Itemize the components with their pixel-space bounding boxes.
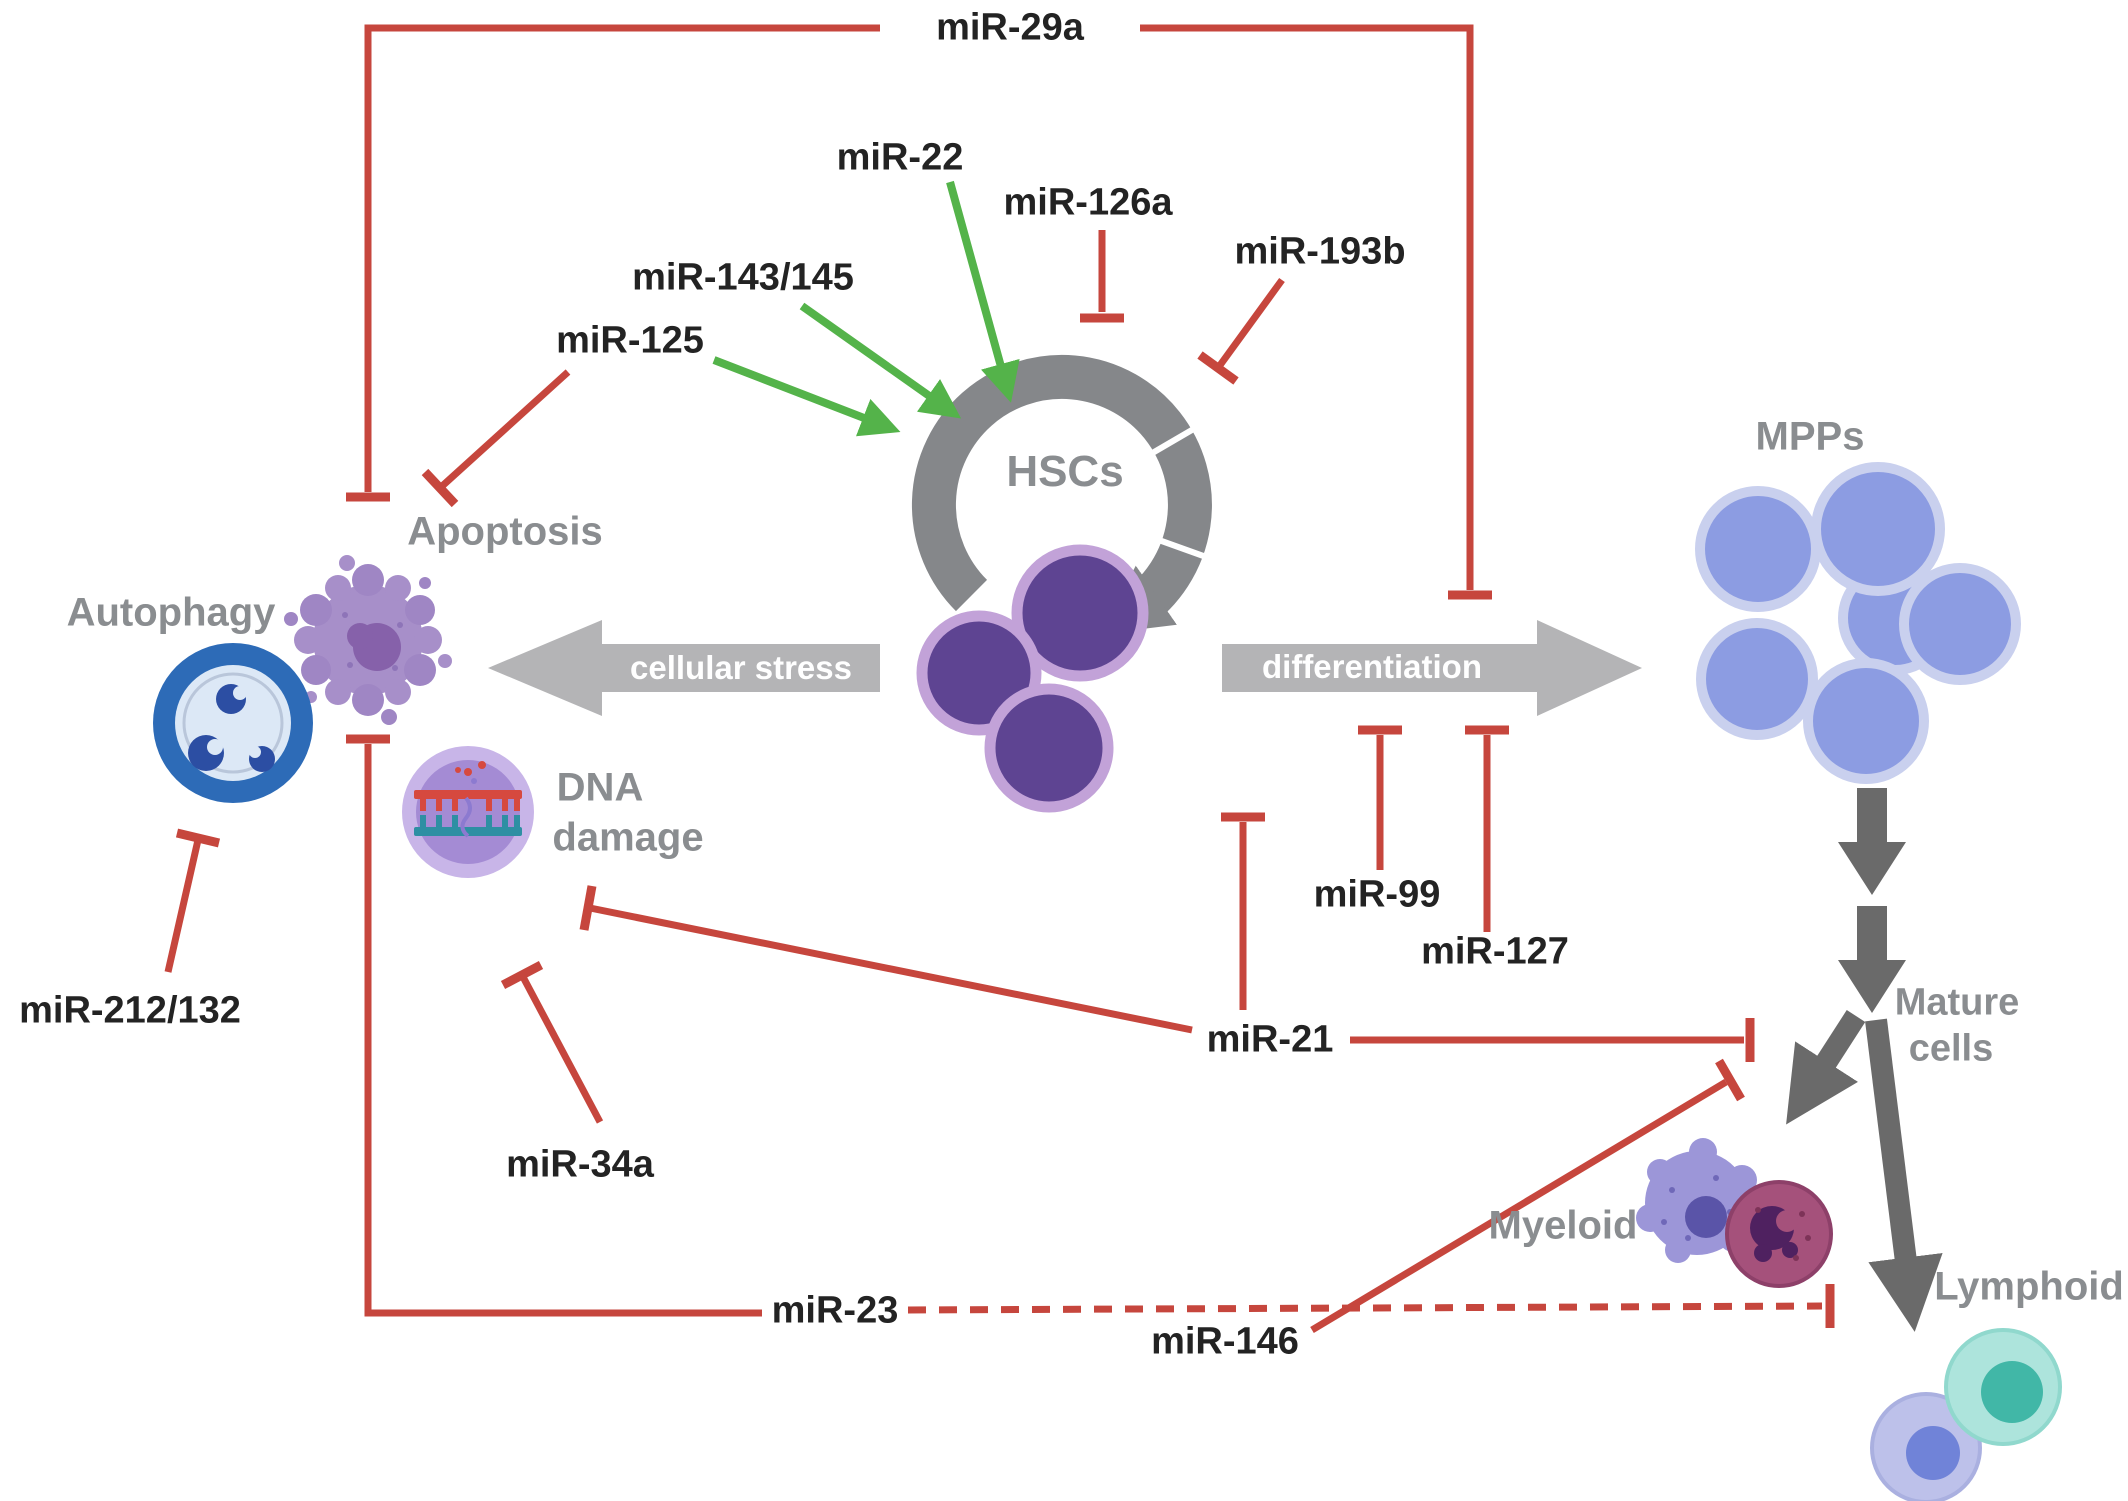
mir23-inhibits-apoptosis-line (364, 744, 762, 1317)
lymphoid-teal-nucleus (1981, 1361, 2043, 1423)
lymphoid-blue-nucleus (1906, 1426, 1960, 1480)
label-mature-cells-line1: Mature (1894, 981, 2020, 1024)
label-mir-126a: miR-126a (1003, 181, 1173, 224)
label-hscs: HSCs (1006, 447, 1124, 496)
mir21-inhibits-dna-damage-line (589, 904, 1193, 1034)
mir23-inhibits-lymphoid-line (907, 1302, 1823, 1314)
ring-notch (1154, 536, 1211, 561)
hsc-cell (984, 683, 1114, 813)
cellular-stress-arrow (488, 620, 880, 716)
label-lymphoid: Lymphoid (1934, 1264, 2124, 1309)
inhibition-connectors (164, 24, 1835, 1334)
label-mature-cells-line2: cells (1908, 1027, 1994, 1070)
autophagy-icon (153, 643, 313, 803)
myeloid-lavender-nucleus (1685, 1196, 1727, 1238)
label-mir-143-145: miR-143/145 (632, 256, 854, 299)
label-differentiation: differentiation (1262, 648, 1482, 685)
hsc-cell-cluster (916, 544, 1149, 813)
mir34a-dna-damage-tbar (500, 961, 544, 989)
label-mir-23: miR-23 (771, 1289, 899, 1332)
myeloid-branch-arrow (1786, 1010, 1866, 1125)
ring-notch (1147, 424, 1199, 458)
label-mir-146: miR-146 (1151, 1320, 1299, 1363)
label-apoptosis: Apoptosis (407, 509, 603, 554)
mpp-cell (1695, 486, 1821, 612)
mpp-to-mature-arrows (1838, 788, 1906, 1013)
mpp-cell (1899, 563, 2021, 685)
mpp-cell-cluster (1695, 462, 2021, 784)
hsc-self-renewal-ring (911, 354, 1212, 635)
myeloid-cells (1636, 1138, 1833, 1288)
mir146-mature-cells-tbar (1715, 1058, 1745, 1102)
mir193b-inhibits-hscs-line (1215, 277, 1285, 371)
myeloid-cell-maroon (1725, 1180, 1833, 1288)
label-mir-99: miR-99 (1313, 873, 1441, 916)
lymphoid-cells (1870, 1328, 2062, 1501)
mir143-145-activates-hscs-line (799, 302, 962, 419)
dna-damage-icon (402, 746, 534, 878)
label-mir-34a: miR-34a (506, 1143, 654, 1186)
apoptosis-cell (284, 555, 452, 725)
label-mir-29a: miR-29a (936, 6, 1084, 49)
label-dna-damage-line2: damage (552, 815, 704, 860)
label-dna-damage-line1: DNA (556, 765, 644, 810)
label-mir-127: miR-127 (1421, 930, 1569, 973)
label-mir-21: miR-21 (1206, 1018, 1334, 1061)
mir34a-inhibits-dna-damage-line (518, 973, 604, 1124)
mpp-cell (1811, 462, 1945, 596)
mpp-cell (1803, 658, 1929, 784)
mature-branch-arrows (1786, 1010, 1943, 1332)
mir125-activates-hscs-line (712, 356, 901, 437)
label-mir-125: miR-125 (556, 319, 704, 362)
mir212-132-autophagy-tbar (175, 828, 221, 848)
mir146-inhibits-mature-cells-line (1310, 1078, 1728, 1334)
mir125-inhibits-apoptosis-line (437, 369, 571, 491)
label-mir-193b: miR-193b (1234, 230, 1406, 273)
mir125-apoptosis-tbar (421, 468, 459, 508)
label-mir-22: miR-22 (836, 136, 964, 179)
label-autophagy: Autophagy (66, 590, 276, 635)
lymphoid-branch-arrow (1865, 1018, 1943, 1332)
hsc-cell (1011, 544, 1149, 682)
mir29a-inhibits-differentiation-line (1140, 24, 1474, 590)
mir21-dna-damage-tbar (579, 885, 597, 931)
differentiation-arrow (1222, 620, 1642, 716)
mir193b-hscs-tbar (1197, 351, 1239, 385)
mir212-132-inhibits-autophagy-line (164, 839, 202, 973)
label-mir-212-132: miR-212/132 (19, 989, 241, 1032)
label-cellular-stress: cellular stress (630, 649, 852, 686)
activation-arrows (712, 180, 1020, 437)
mir22-activates-hscs-line (946, 180, 1020, 403)
label-mpps: MPPs (1755, 414, 1865, 459)
mir29a-inhibits-apoptosis-line (364, 24, 880, 492)
label-myeloid: Myeloid (1488, 1203, 1638, 1248)
mpp-cell (1696, 618, 1818, 740)
